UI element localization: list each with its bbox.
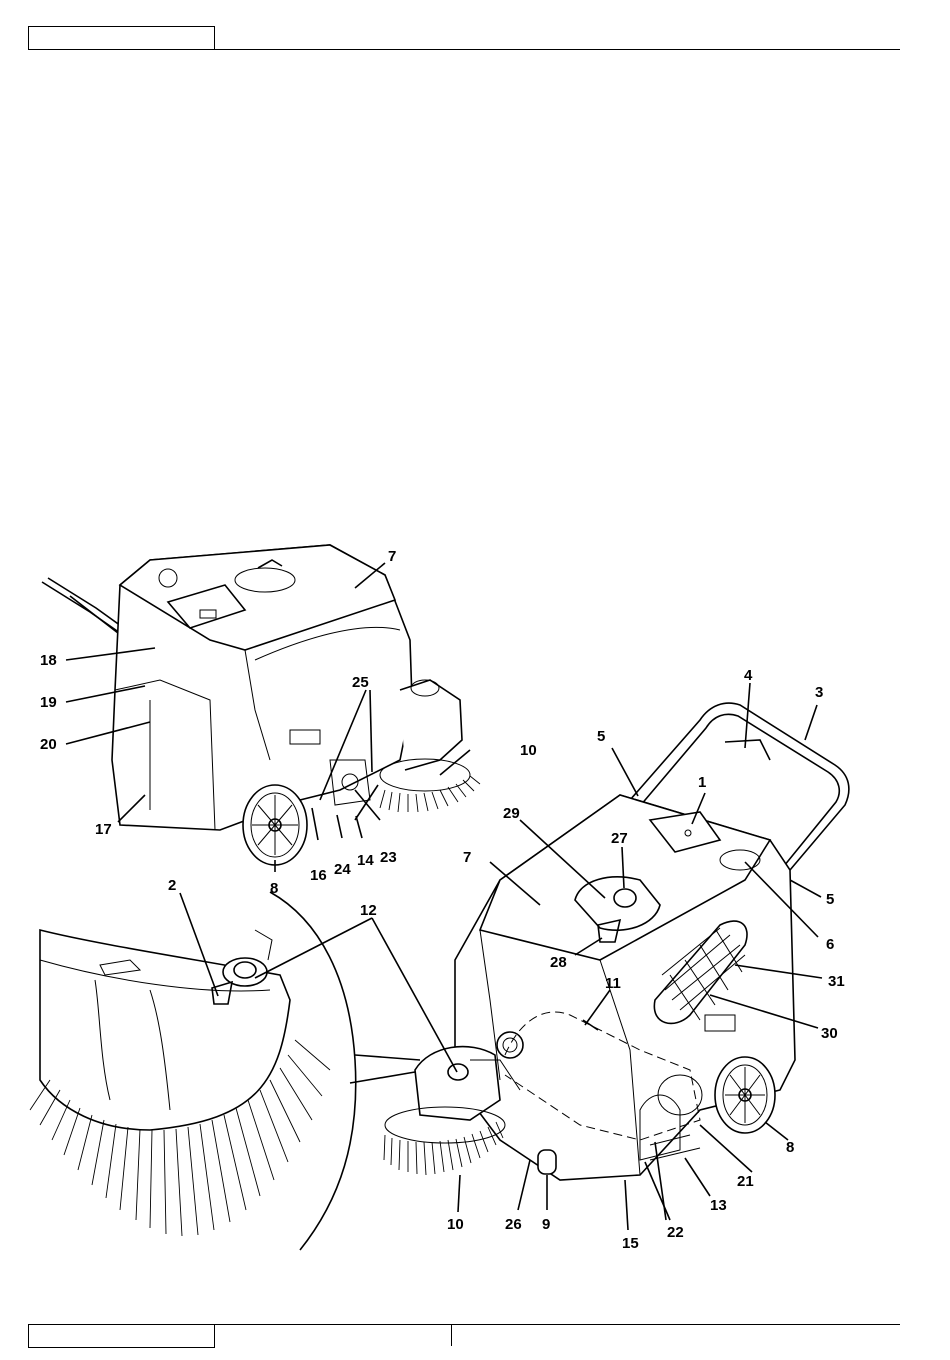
- callout-20: 20: [40, 736, 57, 753]
- callout-25: 25: [352, 674, 369, 691]
- callout-6: 6: [826, 936, 834, 953]
- callout-7-rear: 7: [388, 548, 396, 565]
- callout-22: 22: [667, 1224, 684, 1241]
- callout-26: 26: [505, 1216, 522, 1233]
- callout-16: 16: [310, 867, 327, 884]
- callout-3: 3: [815, 684, 823, 701]
- machine-rear-view: [42, 545, 480, 865]
- callout-5-right: 5: [826, 891, 834, 908]
- callout-12: 12: [360, 902, 377, 919]
- side-brush-rear: [380, 759, 480, 812]
- callout-15: 15: [622, 1235, 639, 1252]
- magnified-detail: [30, 892, 420, 1250]
- callout-21: 21: [737, 1173, 754, 1190]
- callout-27: 27: [611, 830, 628, 847]
- footer-rule: [215, 1324, 900, 1325]
- callout-2: 2: [168, 877, 176, 894]
- footer-box: [28, 1324, 215, 1348]
- callout-13: 13: [710, 1197, 727, 1214]
- callout-9: 9: [542, 1216, 550, 1233]
- callout-11: 11: [605, 975, 621, 992]
- callout-10-front: 10: [447, 1216, 464, 1233]
- callout-19: 19: [40, 694, 57, 711]
- callout-1: 1: [698, 774, 706, 791]
- callout-18: 18: [40, 652, 57, 669]
- callout-30: 30: [821, 1025, 838, 1042]
- callout-8-front: 8: [786, 1139, 794, 1156]
- callout-8-rear: 8: [270, 880, 278, 897]
- callout-29: 29: [503, 805, 520, 822]
- callout-17: 17: [95, 821, 112, 838]
- callout-14: 14: [357, 852, 374, 869]
- callout-10-rear: 10: [520, 742, 537, 759]
- callout-24: 24: [334, 861, 351, 878]
- callout-4: 4: [744, 667, 753, 684]
- machine-front-view: [384, 703, 849, 1180]
- callout-5-left: 5: [597, 728, 605, 745]
- callout-31: 31: [828, 973, 845, 990]
- callout-7-front: 7: [463, 849, 471, 866]
- footer-divider: [451, 1324, 452, 1346]
- callout-23: 23: [380, 849, 397, 866]
- rear-wheel-front-view: [715, 1057, 775, 1133]
- rear-wheel-left-view: [243, 785, 307, 865]
- callout-28: 28: [550, 954, 567, 971]
